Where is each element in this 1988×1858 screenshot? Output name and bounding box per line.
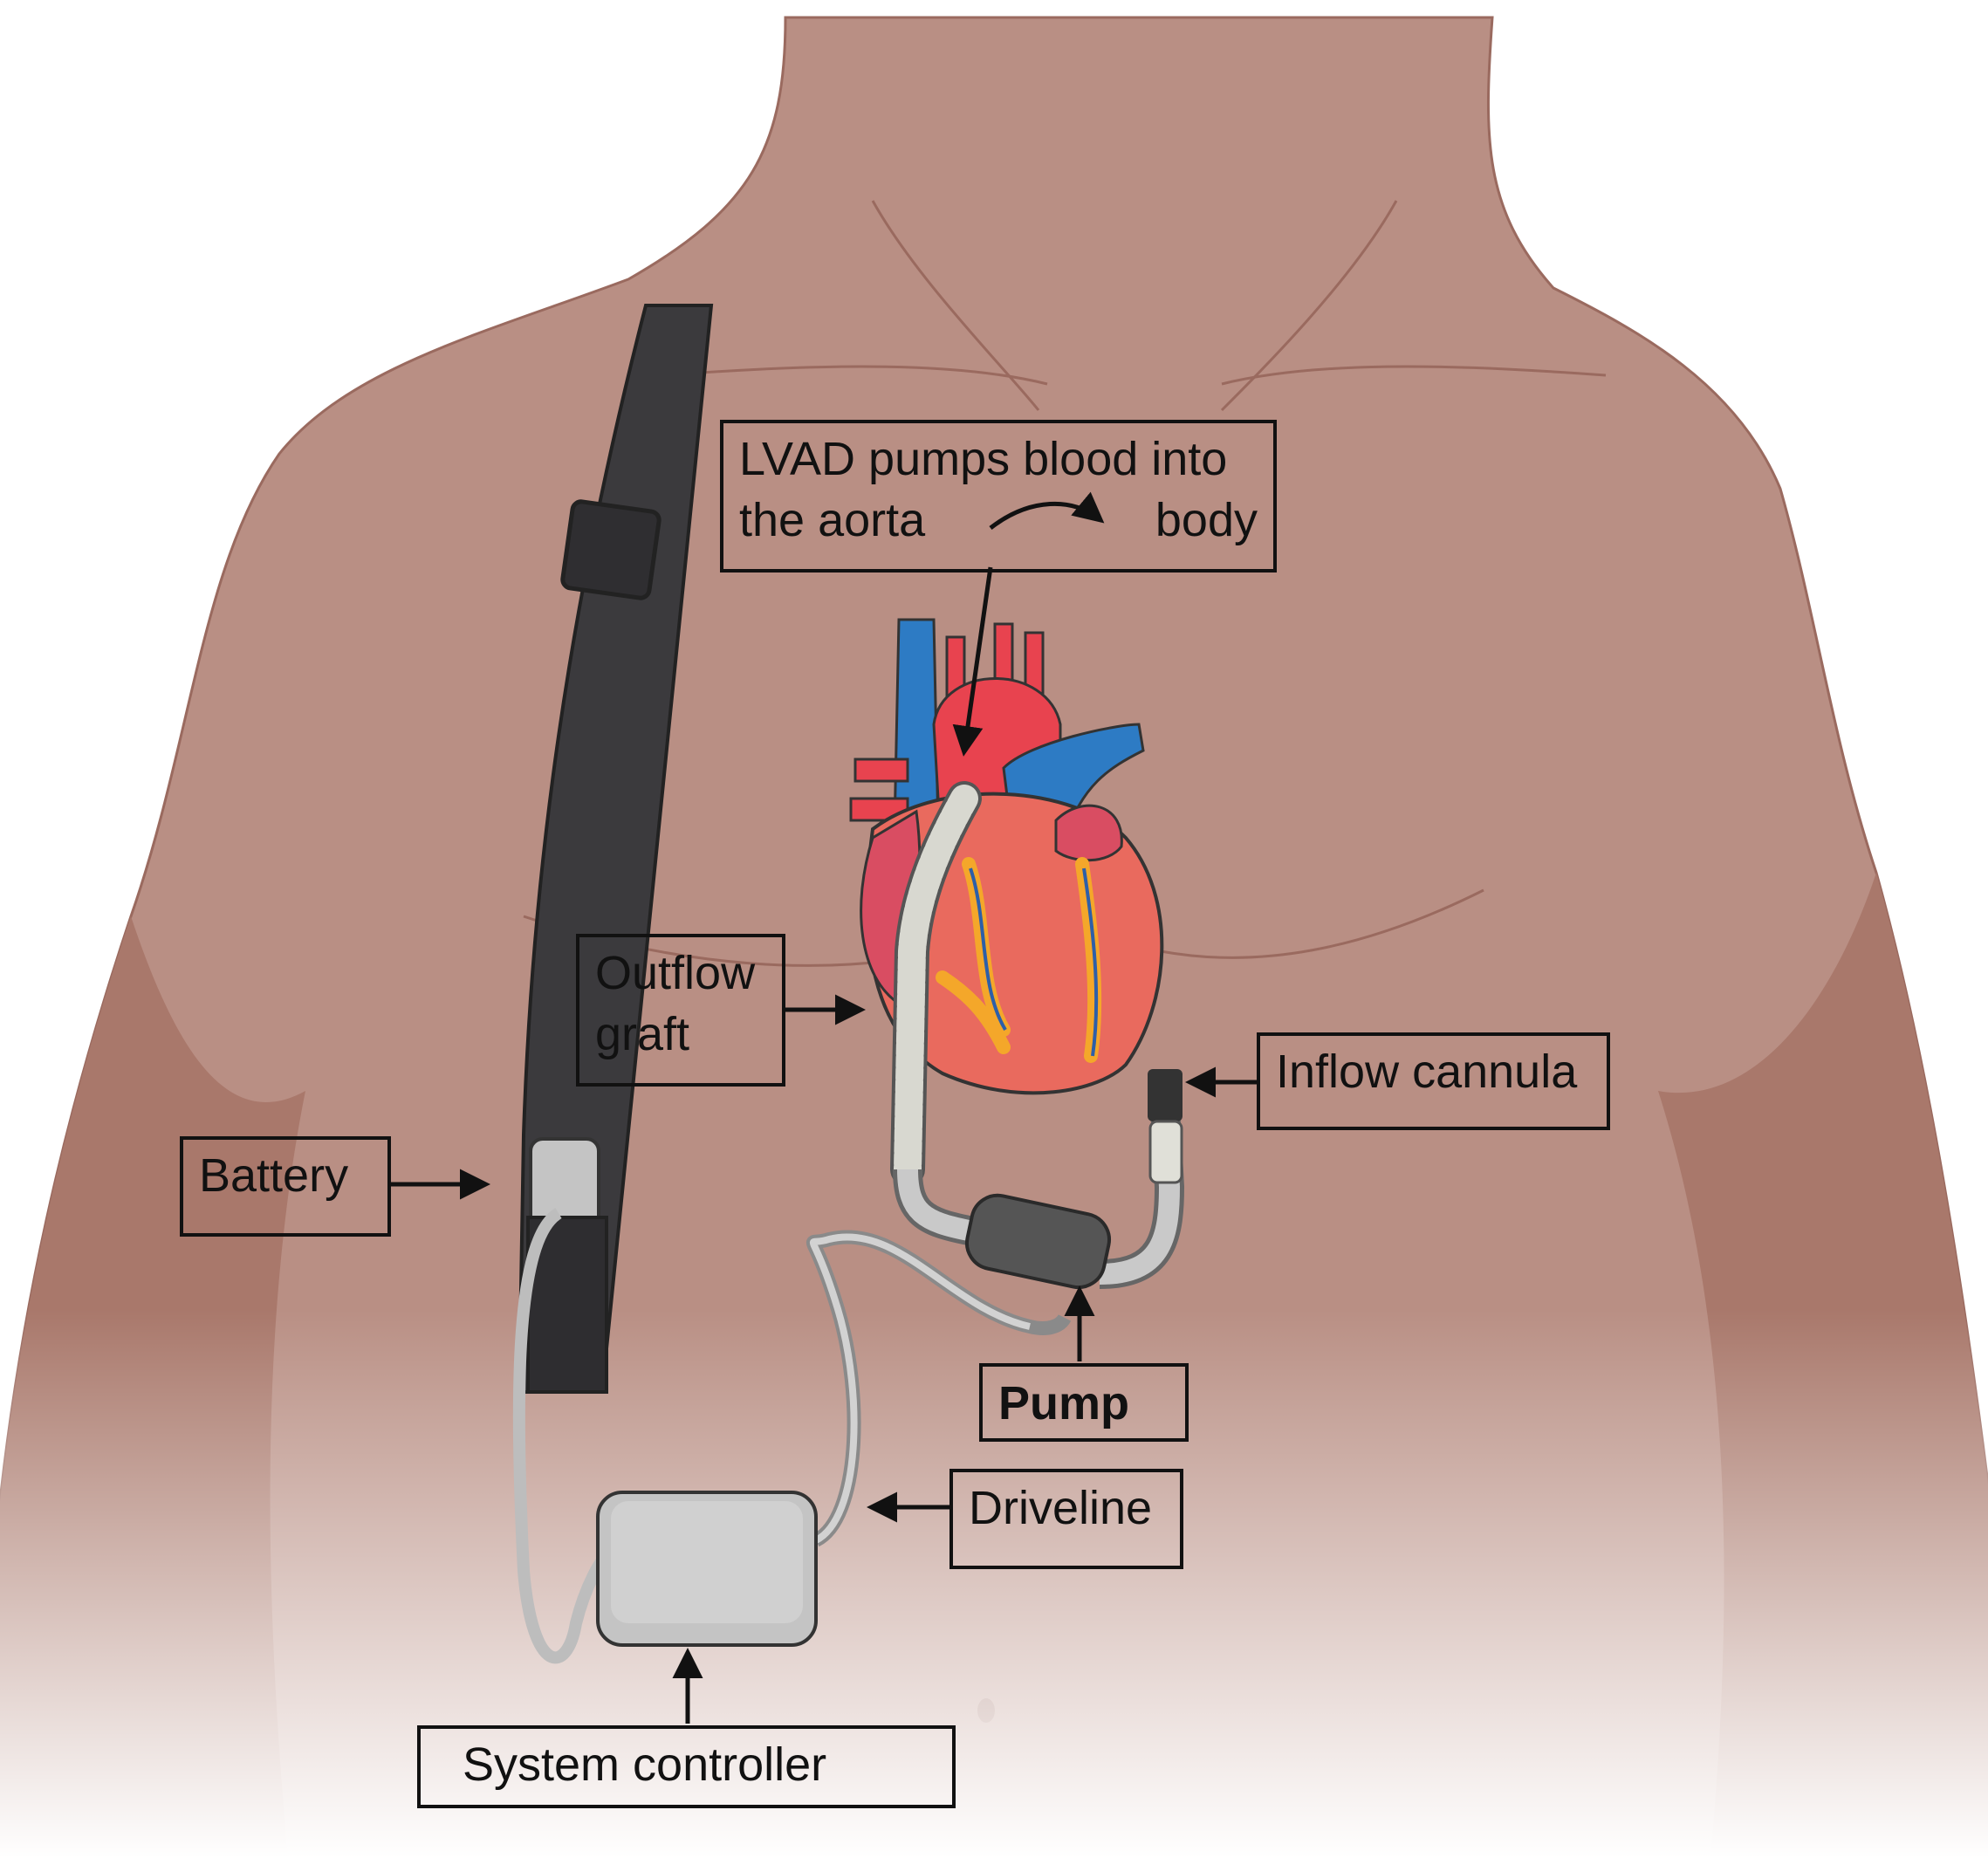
lvad-arrow	[952, 566, 993, 757]
outflow-graft-label: Outflow graft	[576, 934, 785, 1087]
aorta-body-arrow	[989, 491, 1105, 530]
battery-cable	[512, 1208, 614, 1664]
left-atrium	[1054, 804, 1123, 862]
inflow-cannula-connector	[1148, 1069, 1183, 1121]
lvad-label-aorta: the aorta	[739, 494, 926, 546]
lvad-label-body: body	[1155, 494, 1258, 546]
lvad-label-line1: LVAD pumps blood into	[739, 433, 1228, 485]
system-controller-label: System controller	[417, 1725, 956, 1808]
clavicle-left	[662, 365, 1048, 386]
lvad-label-line2: the aorta body	[739, 490, 1258, 551]
coronary-vessels	[969, 867, 1099, 1057]
pump-body	[964, 1193, 1111, 1290]
bottom-fade	[0, 1309, 1988, 1858]
clavicle-right	[1221, 365, 1607, 386]
driveline-label: Driveline	[949, 1469, 1183, 1569]
inflow-cannula-label: Inflow cannula	[1257, 1032, 1610, 1130]
pectoral-right	[1160, 888, 1484, 959]
battery-label: Battery	[180, 1136, 391, 1237]
strap-buckle	[560, 499, 662, 600]
neck-line-right	[1220, 200, 1398, 412]
neck-line-left	[871, 200, 1040, 411]
lvad-label: LVAD pumps blood into the aorta body	[720, 420, 1277, 572]
pump-label: Pump	[979, 1363, 1189, 1442]
shoulder-strap-icon	[517, 304, 714, 1394]
